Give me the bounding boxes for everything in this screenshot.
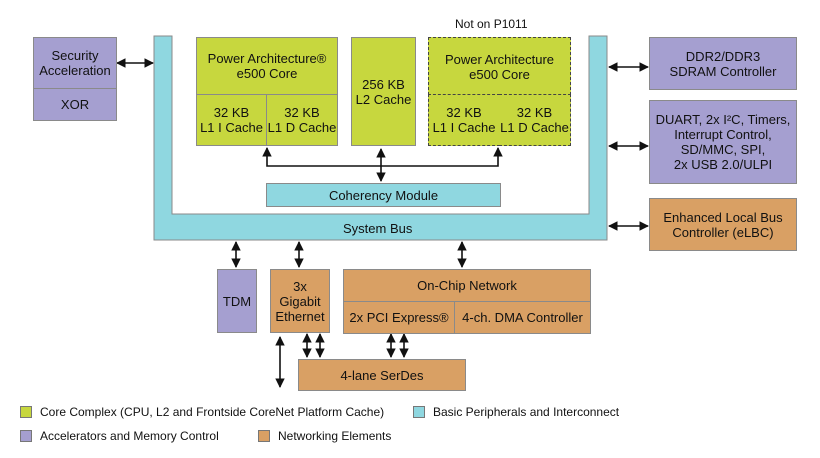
core1-l1i-label: L1 I Cache [200,120,263,135]
core2-title2: e500 Core [469,66,530,82]
coherency-label: Coherency Module [328,187,439,203]
l2-cache-block: 256 KB L2 Cache [351,37,416,146]
core2-l1-icache: 32 KB L1 I Cache [428,94,500,146]
pci-label: 2x PCI Express® [349,310,449,325]
legend-accelerators: Accelerators and Memory Control [20,429,219,443]
legend-label-accel: Accelerators and Memory Control [40,429,219,443]
security-line2: Acceleration [39,63,111,78]
tdm-label: TDM [222,293,252,309]
pci-express-block: 2x PCI Express® [343,301,455,334]
gigabit-ethernet-block: 3x Gigabit Ethernet [270,269,330,333]
core2-l1i-label: L1 I Cache [432,120,496,135]
e500-core-2: Power Architecture e500 Core [428,37,571,95]
legend-swatch-net [258,430,270,442]
serdes-block: 4-lane SerDes [298,359,466,391]
security-line1: Security [51,48,99,63]
ddr-line2: SDRAM Controller [669,63,777,79]
core2-l1d-label: L1 D Cache [500,120,569,135]
legend-basic-peripherals: Basic Peripherals and Interconnect [413,405,619,419]
serdes-label: 4-lane SerDes [340,367,424,383]
ddr-controller-block: DDR2/DDR3 SDRAM Controller [649,37,797,90]
core1-title2: e500 Core [236,66,298,81]
legend-core-complex: Core Complex (CPU, L2 and Frontside Core… [20,405,384,419]
not-on-p1011-note: Not on P1011 [455,17,528,31]
xor-label: XOR [60,97,90,112]
core2-l1d-size: 32 KB [516,105,553,120]
elbc-line2: Controller (eLBC) [672,224,774,240]
core2-l1i-size: 32 KB [446,105,482,120]
peripherals-block: DUART, 2x I²C, Timers, Interrupt Control… [649,100,797,184]
core1-l1i-size: 32 KB [213,105,250,120]
ethernet-line3: Ethernet [275,308,325,324]
on-chip-network-block: On-Chip Network [343,269,591,302]
elbc-block: Enhanced Local Bus Controller (eLBC) [649,198,797,251]
ethernet-line1: 3x [293,278,307,294]
l2-size: 256 KB [362,76,405,92]
core1-l1d-size: 32 KB [284,105,320,120]
core1-l1d-label: L1 D Cache [267,120,337,135]
periph-line1: DUART, 2x I²C, Timers, [655,112,791,127]
l2-label: L2 Cache [355,91,412,107]
legend-label-core: Core Complex (CPU, L2 and Frontside Core… [40,405,385,419]
security-acceleration-block: Security Acceleration [33,37,117,89]
legend-swatch-core [20,406,32,418]
periph-line3: SD/MMC, SPI, [680,142,766,157]
periph-line2: Interrupt Control, [674,127,772,142]
core1-l1-icache: 32 KB L1 I Cache [196,94,267,146]
xor-block: XOR [33,88,117,121]
system-bus-shape [153,35,608,241]
periph-line4: 2x USB 2.0/ULPI [673,157,773,172]
legend-label-basic: Basic Peripherals and Interconnect [433,405,620,419]
legend-networking: Networking Elements [258,429,391,443]
dma-label: 4-ch. DMA Controller [462,310,583,325]
legend-label-net: Networking Elements [278,429,392,443]
coherency-module: Coherency Module [266,183,501,207]
core2-l1-dcache: 32 KB L1 D Cache [499,94,571,146]
tdm-block: TDM [217,269,257,333]
dma-controller-block: 4-ch. DMA Controller [454,301,591,334]
core1-l1-dcache: 32 KB L1 D Cache [266,94,338,146]
connector-core1-coherency [262,147,503,167]
onchip-label: On-Chip Network [417,278,517,293]
core1-title1: Power Architecture® [207,51,327,66]
elbc-line1: Enhanced Local Bus [663,209,783,225]
ddr-line1: DDR2/DDR3 [685,48,761,64]
ethernet-line2: Gigabit [279,293,321,309]
legend-swatch-accel [20,430,32,442]
system-bus-label: System Bus [343,221,413,236]
e500-core-1: Power Architecture® e500 Core [196,37,338,95]
core2-title1: Power Architecture [444,51,555,67]
legend-swatch-basic [413,406,425,418]
